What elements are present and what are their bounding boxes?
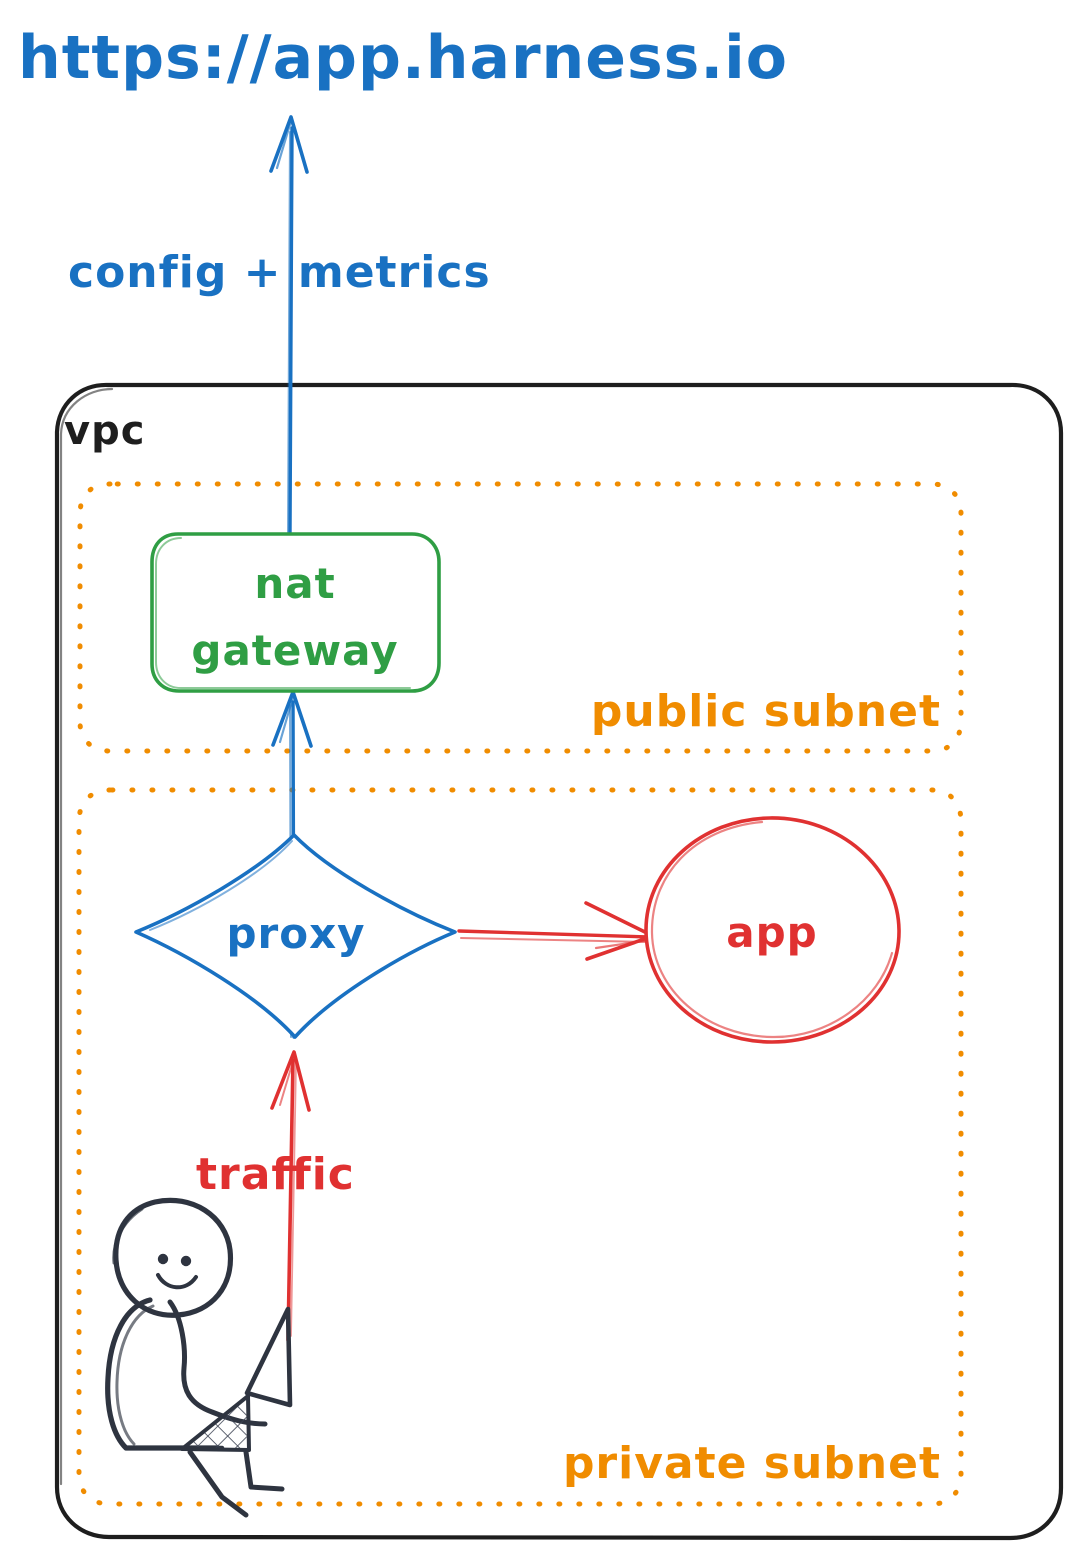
traffic-label: traffic bbox=[196, 1149, 355, 1200]
node-nat-gateway[interactable] bbox=[150, 532, 441, 693]
nat-gateway-label-line2: gateway bbox=[191, 626, 398, 675]
node-app[interactable] bbox=[644, 816, 901, 1044]
app-label: app bbox=[726, 908, 817, 957]
public-subnet-label: public subnet bbox=[591, 686, 941, 737]
nat-gateway-label-line1: nat bbox=[254, 559, 335, 608]
edge-nat-to-endpoint bbox=[269, 115, 309, 537]
endpoint-label: https://app.harness.io bbox=[18, 23, 788, 93]
vpc-label: vpc bbox=[64, 408, 145, 454]
node-user-person bbox=[105, 1197, 293, 1518]
vpc-container bbox=[54, 382, 1064, 1541]
private-subnet-label: private subnet bbox=[563, 1438, 941, 1489]
private-subnet-container bbox=[76, 787, 964, 1507]
node-proxy[interactable] bbox=[134, 833, 457, 1039]
edge-proxy-to-app bbox=[457, 901, 655, 961]
proxy-label: proxy bbox=[226, 909, 365, 958]
edge-traffic-to-proxy bbox=[270, 1050, 311, 1342]
public-subnet-container bbox=[77, 481, 964, 754]
config-metrics-label: config + metrics bbox=[68, 247, 491, 298]
